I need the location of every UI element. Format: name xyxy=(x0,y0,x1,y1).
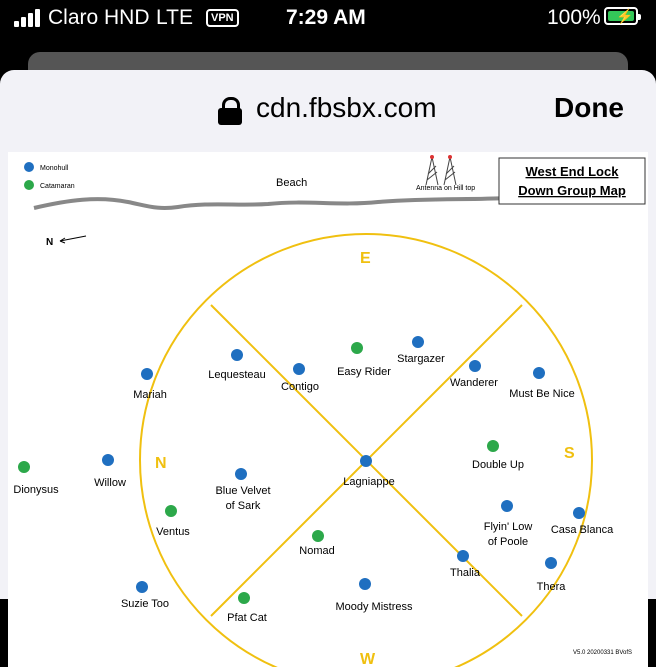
boat-marker xyxy=(235,468,247,480)
boat-label: Pfat Cat xyxy=(227,612,267,624)
boat-label: Easy Rider xyxy=(337,366,391,378)
signal-icon xyxy=(14,9,44,27)
boat-marker xyxy=(141,368,153,380)
boat-label: Stargazer xyxy=(397,353,445,365)
direction-w: W xyxy=(360,651,376,667)
boat-marker xyxy=(165,505,177,517)
antenna-label: Antenna on Hill top xyxy=(416,185,475,192)
title-line2: Down Group Map xyxy=(518,183,626,198)
boat-marker xyxy=(231,349,243,361)
boat-label: Nomad xyxy=(299,545,334,557)
legend-monohull-marker xyxy=(24,162,34,172)
boat-label: Lagniappe xyxy=(343,476,394,488)
boat-marker xyxy=(136,581,148,593)
boat-marker xyxy=(573,507,585,519)
boat-label-line2: of Poole xyxy=(488,536,528,548)
legend-catamaran-label: Catamaran xyxy=(40,183,75,190)
direction-s: S xyxy=(564,445,575,462)
clock: 7:29 AM xyxy=(286,6,366,29)
url-bar: cdn.fbsbx.com Done xyxy=(0,70,656,148)
legend-catamaran-marker xyxy=(24,180,34,190)
boat-marker xyxy=(351,342,363,354)
battery-percent: 100% xyxy=(547,6,601,29)
beach-label: Beach xyxy=(276,177,307,189)
boat-marker xyxy=(238,592,250,604)
boat-label: Wanderer xyxy=(450,377,498,389)
boat-label: Casa Blanca xyxy=(551,524,614,536)
boat-marker xyxy=(18,461,30,473)
url-text: cdn.fbsbx.com xyxy=(256,92,437,123)
boat-marker xyxy=(102,454,114,466)
boat-label: Mariah xyxy=(133,389,167,401)
lock-icon xyxy=(218,97,242,125)
status-bar: Claro HND LTE VPN 7:29 AM 100% ⚡ xyxy=(0,0,656,40)
boat-marker xyxy=(545,557,557,569)
boat-marker xyxy=(312,530,324,542)
boat-label: Thalia xyxy=(450,567,481,579)
boat-label: Thera xyxy=(537,581,567,593)
north-arrow-icon xyxy=(59,235,87,244)
boat-marker xyxy=(469,360,481,372)
zone-circle xyxy=(139,233,593,667)
antenna-icon xyxy=(425,155,457,186)
boat-label: Double Up xyxy=(472,459,524,471)
boat-label: Dionysus xyxy=(13,484,59,496)
browser-sheet: cdn.fbsbx.com Done Antenna on Hill top B… xyxy=(0,70,656,667)
group-map-image: Antenna on Hill top Beach West End Lock … xyxy=(8,152,648,667)
boat-label-line2: of Sark xyxy=(226,500,261,512)
boat-label: Ventus xyxy=(156,526,190,538)
version-label: V5.0 20200331 BVofS xyxy=(573,650,632,656)
network-label: LTE xyxy=(156,6,193,29)
direction-e: E xyxy=(360,250,371,267)
direction-n: N xyxy=(155,455,167,472)
boat-marker xyxy=(360,455,372,467)
carrier-label: Claro HND xyxy=(48,6,150,29)
boat-label: Willow xyxy=(94,477,126,489)
boat-marker xyxy=(487,440,499,452)
vpn-badge: VPN xyxy=(206,9,239,27)
boat-label: Contigo xyxy=(281,381,319,393)
boat-marker xyxy=(412,336,424,348)
done-button[interactable]: Done xyxy=(554,92,624,123)
boat-label: Moody Mistress xyxy=(335,601,413,613)
title-box xyxy=(498,157,646,205)
title-line1: West End Lock xyxy=(526,164,620,179)
boat-label: Flyin' Low xyxy=(484,521,533,533)
battery-icon: ⚡ xyxy=(604,7,641,25)
boat-marker xyxy=(293,363,305,375)
boat-label: Must Be Nice xyxy=(509,388,574,400)
boat-label: Blue Velvet xyxy=(215,485,270,497)
boat-marker xyxy=(533,367,545,379)
boat-label: Suzie Too xyxy=(121,598,169,610)
north-label: N xyxy=(46,237,53,248)
boat-label: Lequesteau xyxy=(208,369,266,381)
boat-marker xyxy=(359,578,371,590)
boat-marker xyxy=(457,550,469,562)
legend-monohull-label: Monohull xyxy=(40,165,69,172)
boat-marker xyxy=(501,500,513,512)
